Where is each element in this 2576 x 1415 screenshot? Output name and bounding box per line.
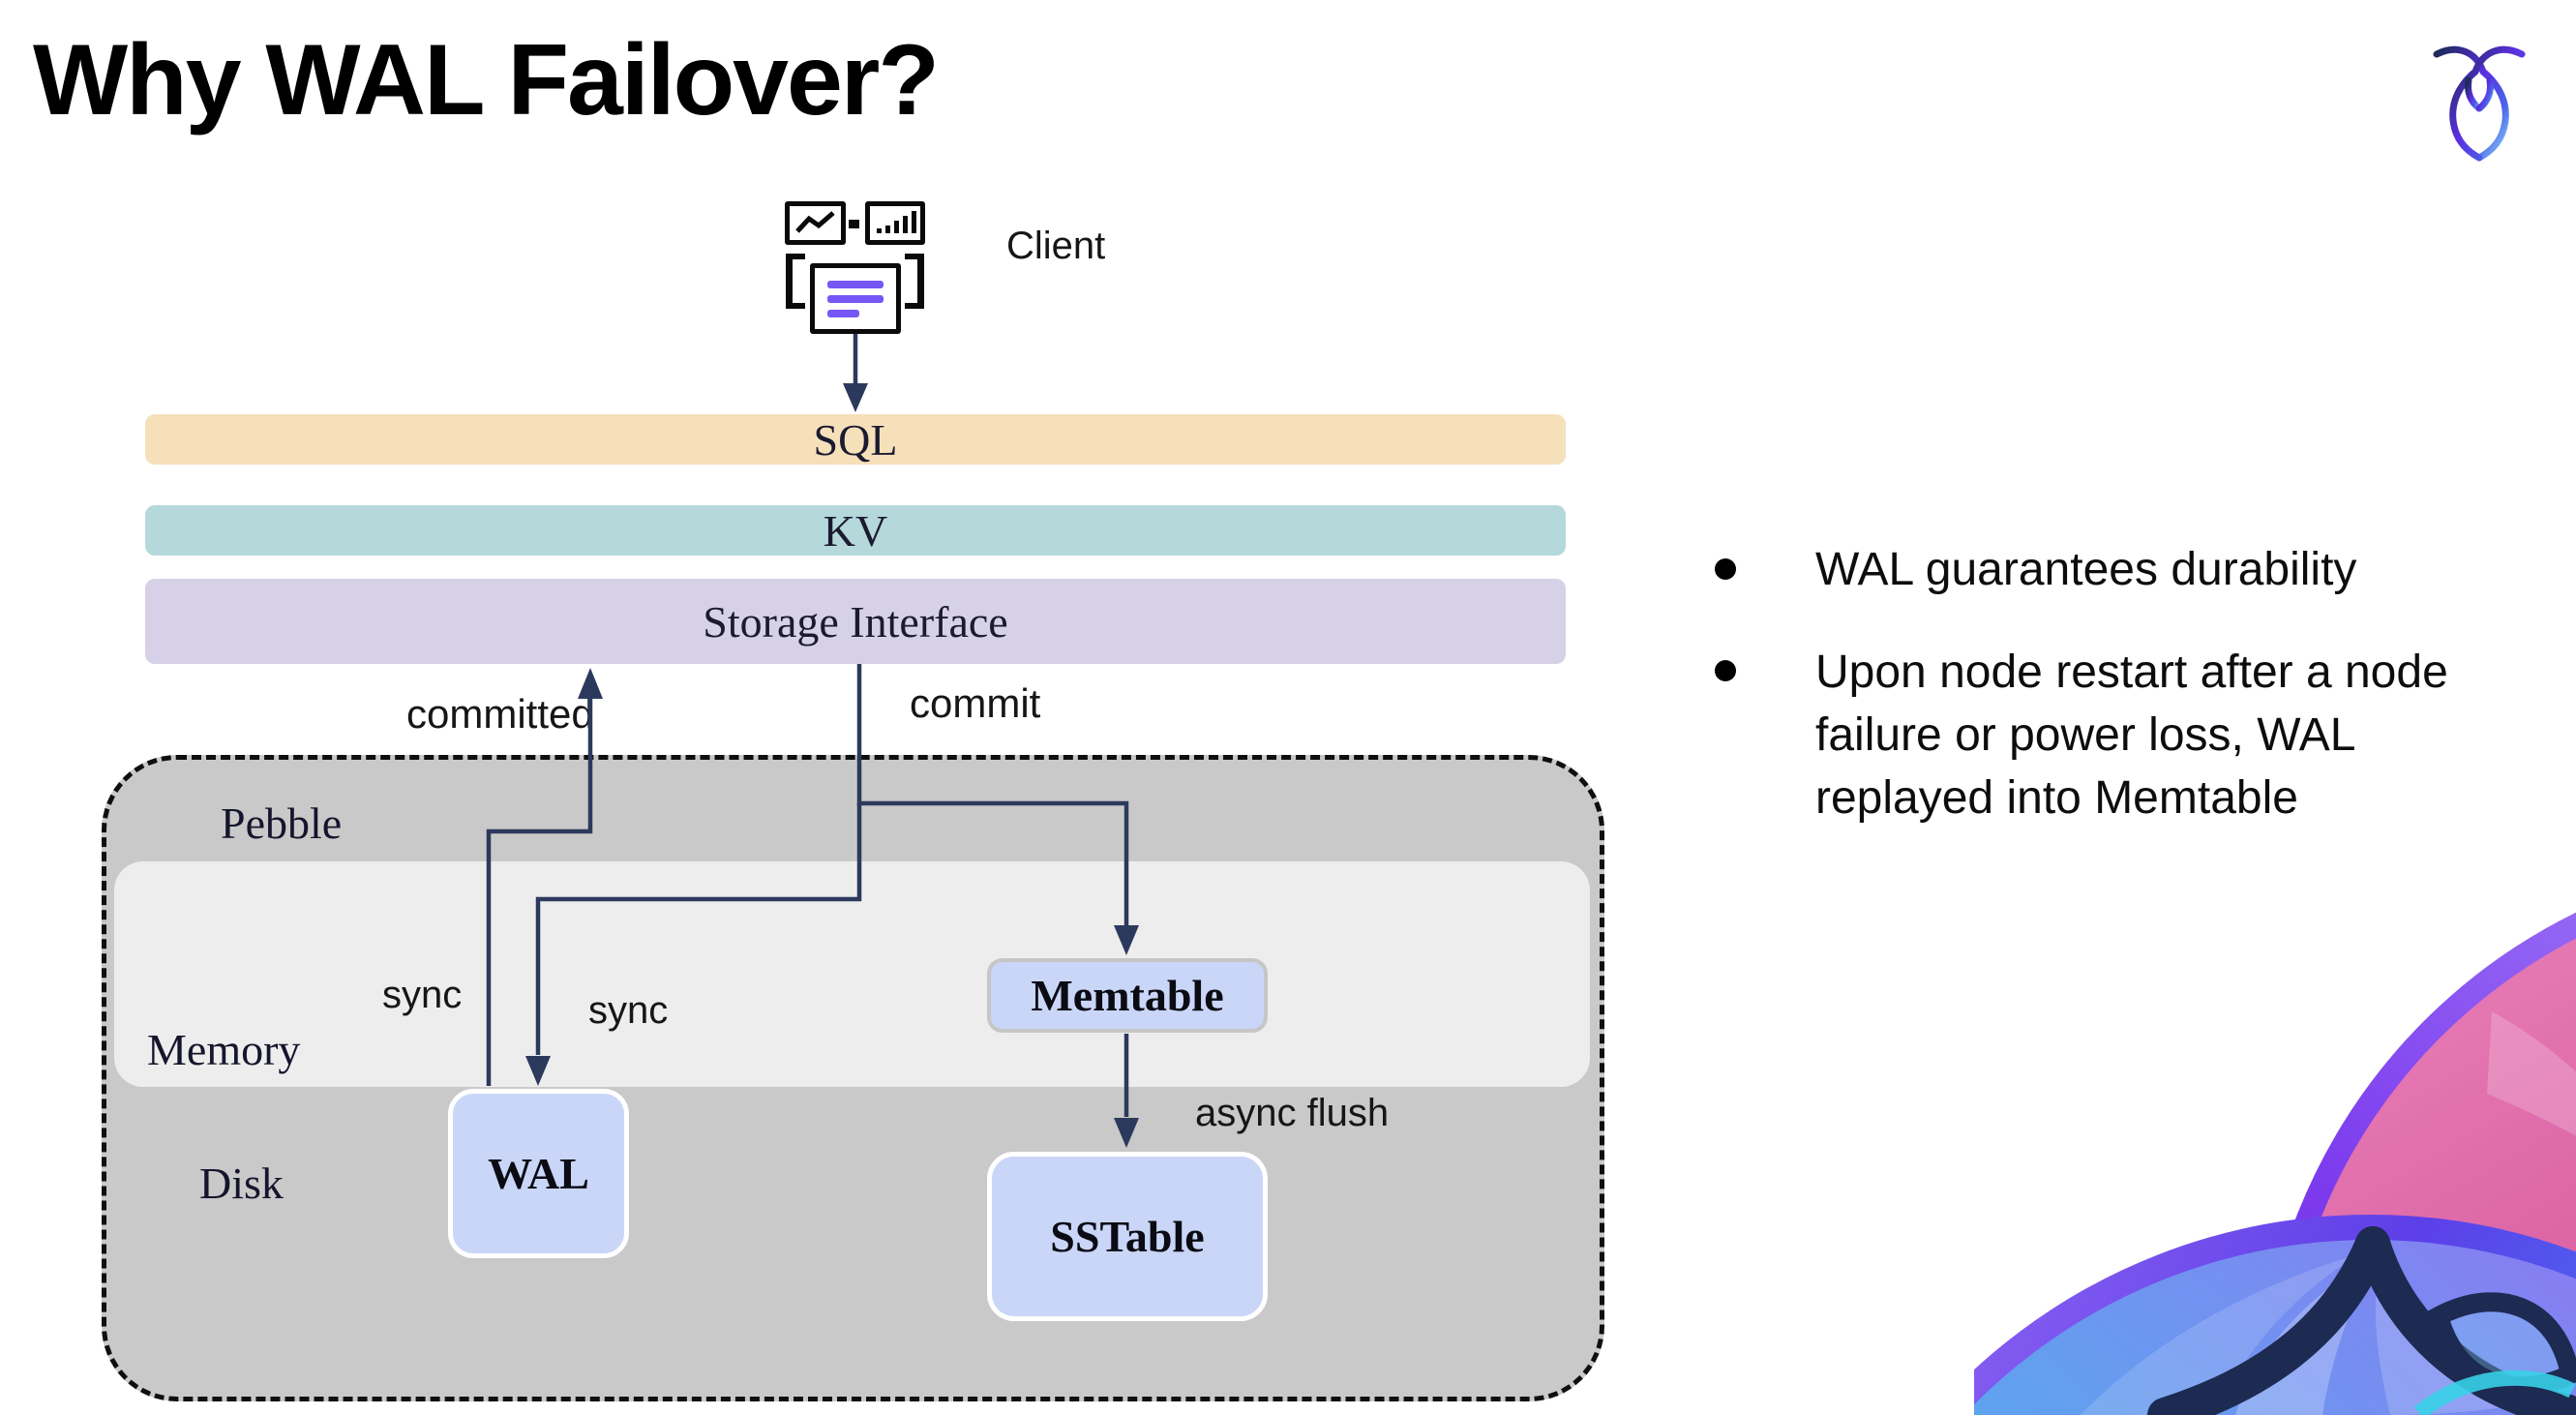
memory-band: [114, 861, 1590, 1087]
layer-sql: SQL: [145, 414, 1566, 465]
layer-sql-label: SQL: [813, 414, 898, 465]
brand-art-decoration: [1974, 912, 2576, 1415]
bullet-dot: [1715, 558, 1736, 580]
commit-edge-label: commit: [910, 680, 1041, 726]
memory-label: Memory: [147, 1025, 301, 1074]
arrowhead-down-sql: [843, 383, 868, 412]
sync-left-edge-label: sync: [382, 974, 463, 1016]
line-chart-icon: [785, 201, 846, 245]
memtable-node-label: Memtable: [1031, 971, 1224, 1020]
committed-edge-label: committed: [406, 691, 594, 737]
layer-storage-interface-label: Storage Interface: [703, 596, 1008, 647]
bullet-dot: [1715, 660, 1736, 681]
wal-node: WAL: [448, 1089, 629, 1258]
memtable-node: Memtable: [987, 958, 1268, 1033]
layer-storage-interface: Storage Interface: [145, 579, 1566, 664]
client-label: Client: [1006, 225, 1106, 267]
bar-chart-icon: [865, 201, 925, 245]
layer-kv: KV: [145, 505, 1566, 556]
sync-right-edge-label: sync: [588, 989, 669, 1032]
page-title: Why WAL Failover?: [33, 24, 940, 136]
layer-kv-label: KV: [823, 505, 888, 556]
async-flush-edge-label: async flush: [1195, 1092, 1390, 1134]
document-icon: [810, 263, 901, 334]
cockroachdb-logo-icon: [2433, 45, 2526, 162]
bullet-item: WAL guarantees durability: [1815, 544, 2357, 595]
disk-label: Disk: [199, 1159, 284, 1208]
wal-node-label: WAL: [488, 1149, 589, 1198]
sstable-node-label: SSTable: [1050, 1212, 1205, 1261]
bullet-item: Upon node restart after a node failure o…: [1815, 647, 2448, 824]
pebble-label: Pebble: [221, 798, 343, 848]
dash-connector-icon: [849, 220, 859, 228]
sstable-node: SSTable: [987, 1152, 1268, 1321]
